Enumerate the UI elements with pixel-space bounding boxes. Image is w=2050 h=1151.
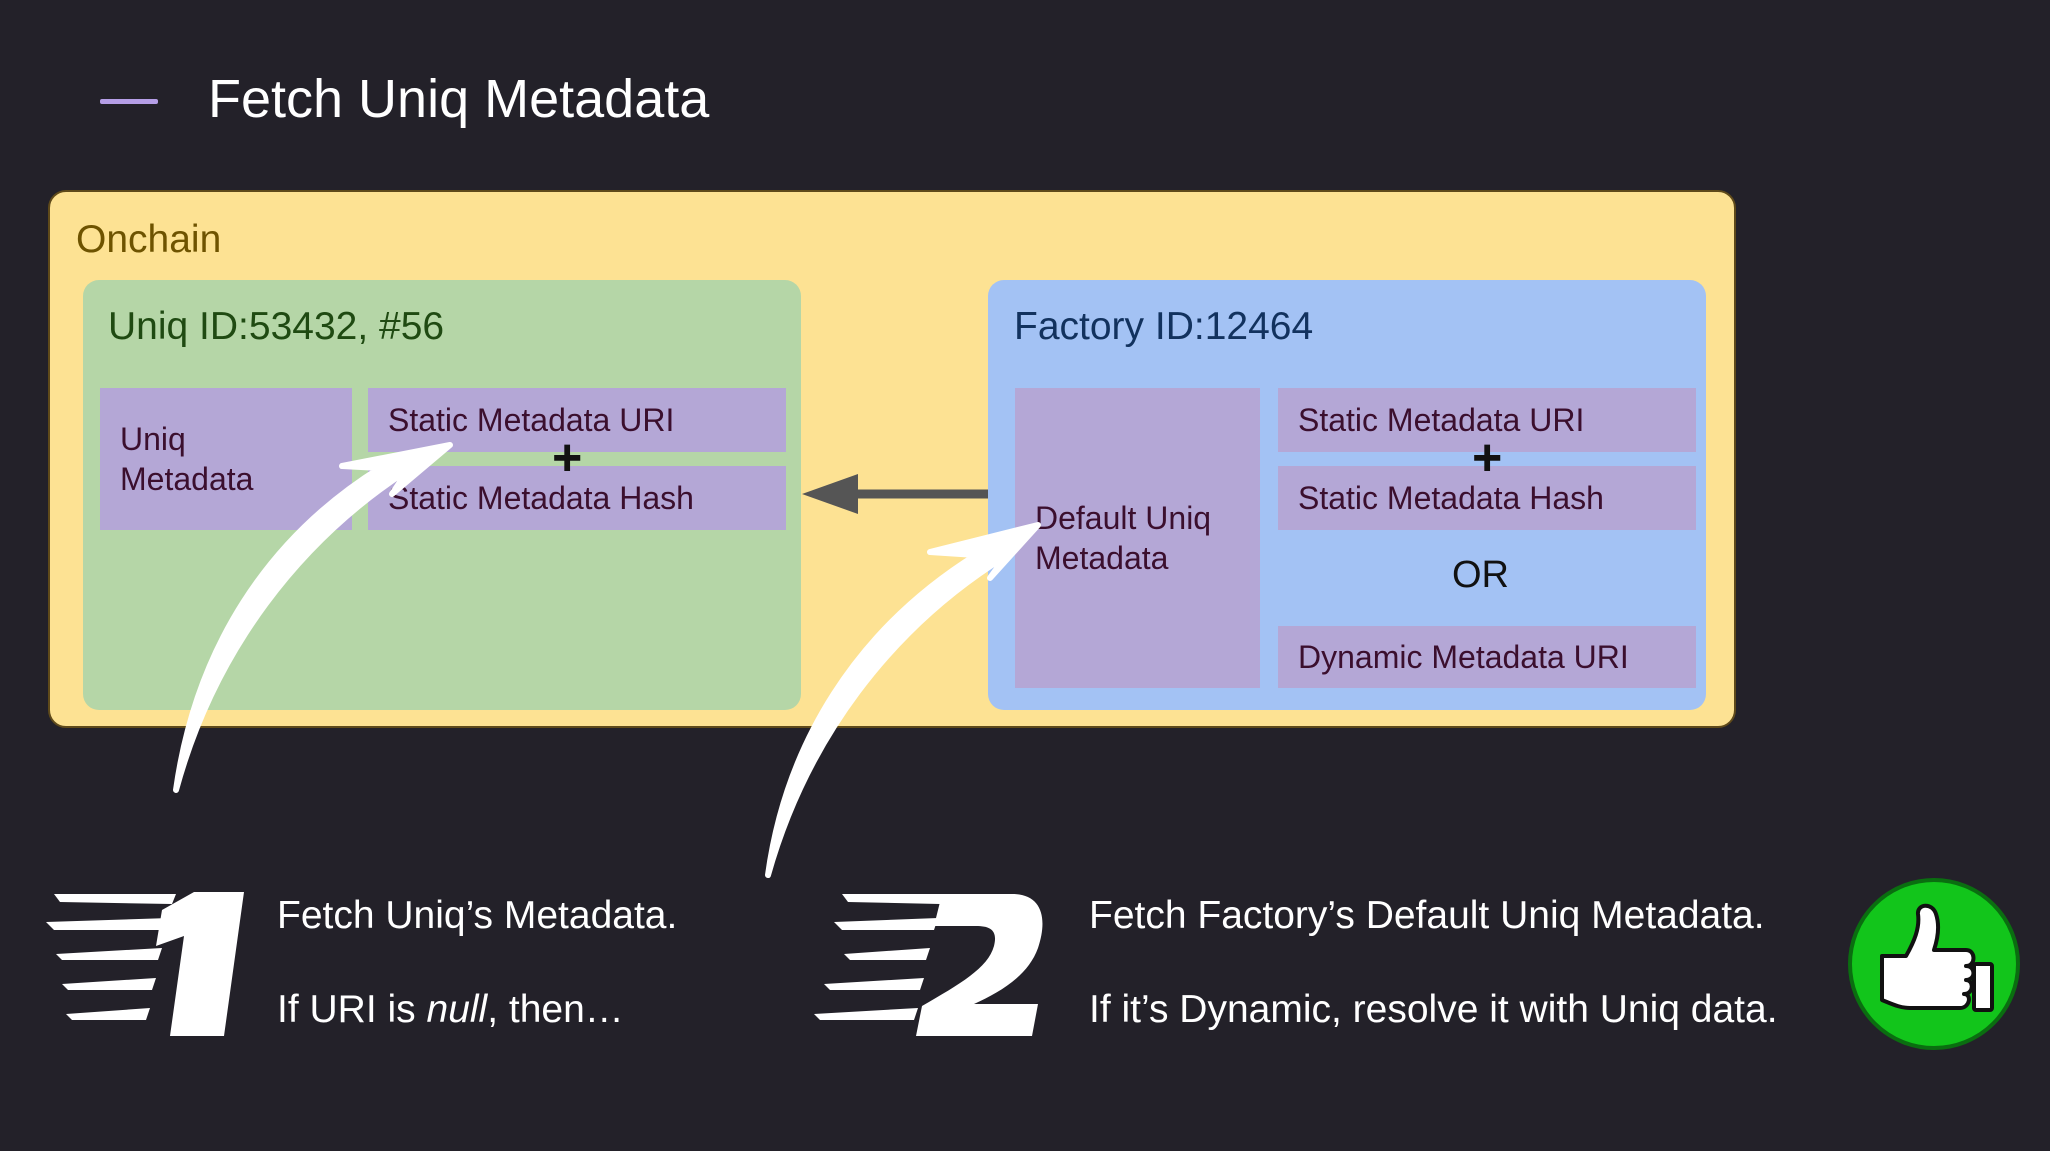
uniq-metadata-box: Uniq Metadata <box>100 388 352 530</box>
uniq-plus-sign: + <box>552 429 583 487</box>
step-2-icon <box>814 894 1043 1036</box>
page-title: Fetch Uniq Metadata <box>208 69 710 129</box>
step-1-line-2-pre: If URI is <box>277 988 427 1031</box>
uniq-static-hash-label: Static Metadata Hash <box>388 480 694 516</box>
uniq-panel-title: Uniq ID:53432, #56 <box>108 305 445 348</box>
factory-default-metadata-box: Default Uniq Metadata <box>1015 388 1260 688</box>
step-1-null-text: null <box>426 988 488 1031</box>
curved-arrow-to-uniq-static-uri <box>173 442 453 793</box>
step-1-icon <box>46 892 244 1036</box>
factory-to-uniq-arrow <box>802 474 988 514</box>
uniq-metadata-label: Uniq Metadata <box>120 421 254 497</box>
onchain-label: Onchain <box>76 218 222 261</box>
uniq-static-uri-box: Static Metadata URI <box>368 388 786 452</box>
step-1-line-1: Fetch Uniq’s Metadata. <box>277 894 678 937</box>
curved-arrow-to-default-metadata <box>765 522 1041 878</box>
factory-or-label: OR <box>1452 554 1509 596</box>
factory-static-hash-label: Static Metadata Hash <box>1298 480 1604 516</box>
thumbs-up-icon <box>1880 903 1994 1012</box>
factory-static-hash-box: Static Metadata Hash <box>1278 466 1696 530</box>
factory-static-uri-label: Static Metadata URI <box>1298 402 1585 438</box>
factory-default-metadata-label: Default Uniq Metadata <box>1035 500 1212 576</box>
factory-dynamic-uri-box: Dynamic Metadata URI <box>1278 626 1696 688</box>
factory-dynamic-uri-label: Dynamic Metadata URI <box>1298 639 1629 675</box>
factory-panel-title: Factory ID:12464 <box>1014 305 1314 348</box>
step-2-line-2: If it’s Dynamic, resolve it with Uniq da… <box>1089 988 1778 1031</box>
step-1-line-2: If URI is null, then… <box>277 988 624 1032</box>
step-2-line-1: Fetch Factory’s Default Uniq Metadata. <box>1089 894 1765 937</box>
step-1-line-2-post: , then… <box>487 988 624 1031</box>
uniq-static-uri-label: Static Metadata URI <box>388 402 675 438</box>
uniq-static-hash-box: Static Metadata Hash <box>368 466 786 530</box>
title-accent-dash <box>100 99 158 104</box>
factory-plus-sign: + <box>1472 429 1503 487</box>
factory-static-uri-box: Static Metadata URI <box>1278 388 1696 452</box>
